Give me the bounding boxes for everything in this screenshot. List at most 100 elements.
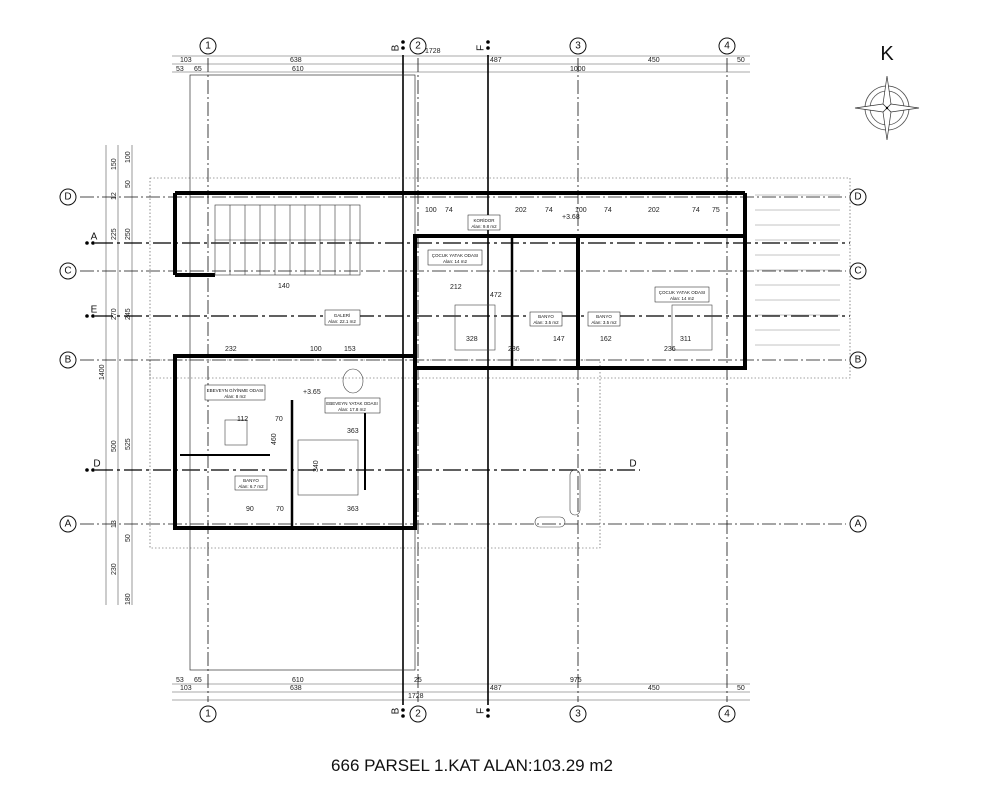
bed (671, 304, 713, 351)
left-dimensions: 150 12 225 270 1400 500 13 230 100 50 25… (99, 145, 133, 605)
grid-label: A (65, 519, 72, 530)
roof-hatch (755, 194, 840, 346)
dim-label: 70 (275, 416, 283, 423)
dim-label: 1400 (99, 364, 106, 380)
room-area: Alan: 6.7 m2 (238, 484, 264, 489)
dim-label: 100 (310, 346, 322, 353)
dim-label: 638 (290, 57, 302, 64)
dim-label: 103 (180, 685, 192, 692)
dim-label: 70 (276, 506, 284, 513)
grid-bubble-C-left: C (59, 262, 77, 280)
room-name: KORİDOR (473, 217, 495, 223)
dim-label: 232 (225, 346, 237, 353)
grid-label: 3 (575, 709, 581, 720)
dim-label: 112 (237, 416, 248, 423)
table (224, 419, 248, 446)
grid-label: B (65, 355, 72, 366)
grid-label: 1 (205, 709, 211, 720)
room-area: Alan: 22.1 m2 (328, 319, 356, 324)
grid-label: 2 (415, 41, 421, 52)
grid-label: D (854, 192, 861, 203)
dim-label: 487 (490, 57, 502, 64)
dim-label: 75 (712, 207, 720, 214)
bed (454, 304, 496, 351)
room-area: Alan: 3.5 m2 (591, 320, 617, 325)
dim-label: 328 (466, 336, 478, 343)
grid-bubble-D-right: D (849, 188, 867, 206)
dim-label: 472 (490, 292, 502, 299)
dim-label: 500 (111, 440, 118, 452)
dim-label: 236 (508, 346, 520, 353)
dim-label: 460 (271, 433, 278, 445)
grid-bubble-1-bottom: 1 (199, 705, 217, 723)
grid-label: 4 (724, 709, 730, 720)
dim-label: 50 (737, 57, 745, 64)
grid-label: B (855, 355, 862, 366)
dim-label: 74 (545, 207, 553, 214)
dim-label: 225 (111, 228, 118, 240)
section-label: A (91, 232, 98, 243)
elevation-mark: +3.68 (562, 214, 580, 221)
dim-label: 162 (600, 336, 612, 343)
dim-label: 250 (125, 228, 132, 240)
grid-label: C (854, 266, 861, 277)
top-dimensions: 1728 103 638 487 450 50 53 65 610 1000 (172, 48, 750, 73)
grid-label: C (64, 266, 71, 277)
dim-label: 50 (125, 180, 132, 188)
dim-label: 363 (347, 428, 359, 435)
room-name: BANYO (243, 478, 259, 483)
section-markers: B F B F A A E D D (85, 40, 637, 718)
gallery-void-outline (189, 74, 416, 671)
grid-bubble-B-right: B (849, 351, 867, 369)
dim-label: 74 (445, 207, 453, 214)
dim-label: 50 (737, 685, 745, 692)
room-name: BANYO (596, 314, 612, 319)
grid-label: D (64, 192, 71, 203)
dim-label: 100 (125, 151, 132, 163)
dim-label: 65 (194, 66, 202, 73)
dim-label: 236 (664, 346, 676, 353)
dim-label: 53 (176, 66, 184, 73)
grid-bubble-D-left: D (59, 188, 77, 206)
bottom-dimensions: 53 65 610 25 975 103 638 487 450 50 1728 (172, 677, 750, 701)
room-name: ÇOCUK YATAK ODASI (432, 253, 478, 258)
dim-label: 140 (278, 283, 290, 290)
dim-label: 202 (648, 207, 660, 214)
dim-label: 65 (194, 677, 202, 684)
dim-label: 150 (111, 158, 118, 170)
dim-label: 1728 (425, 48, 441, 55)
dim-label: 103 (180, 57, 192, 64)
dim-label: 90 (246, 506, 254, 513)
room-area: Alan: 3.5 m2 (533, 320, 559, 325)
dim-label: 74 (692, 207, 700, 214)
dim-label: 975 (570, 677, 582, 684)
section-label: F (476, 708, 487, 714)
dim-label: 450 (648, 685, 660, 692)
furniture (224, 304, 713, 528)
grid-label: 2 (415, 709, 421, 720)
toilet (342, 368, 364, 394)
section-label: D (93, 459, 100, 470)
grid-bubble-2-top: 2 (409, 37, 427, 55)
grid-label: 1 (205, 41, 211, 52)
dim-label: 100 (575, 207, 587, 214)
grid-bubble-4-bottom: 4 (718, 705, 736, 723)
room-area: Alan: 17.8 m2 (338, 407, 366, 412)
dim-label: 1728 (408, 693, 424, 700)
grid-bubbles: 1 2 3 4 1 2 3 4 D C B A D C B A (59, 37, 867, 723)
room-area: Alan: 8 m2 (224, 394, 246, 399)
dim-label: 610 (292, 66, 304, 73)
tank (569, 469, 581, 516)
room-area: Alan: 14 m2 (670, 296, 695, 301)
room-name: EBEVEYN YATAK ODASI (326, 401, 377, 406)
dim-label: 230 (111, 563, 118, 575)
